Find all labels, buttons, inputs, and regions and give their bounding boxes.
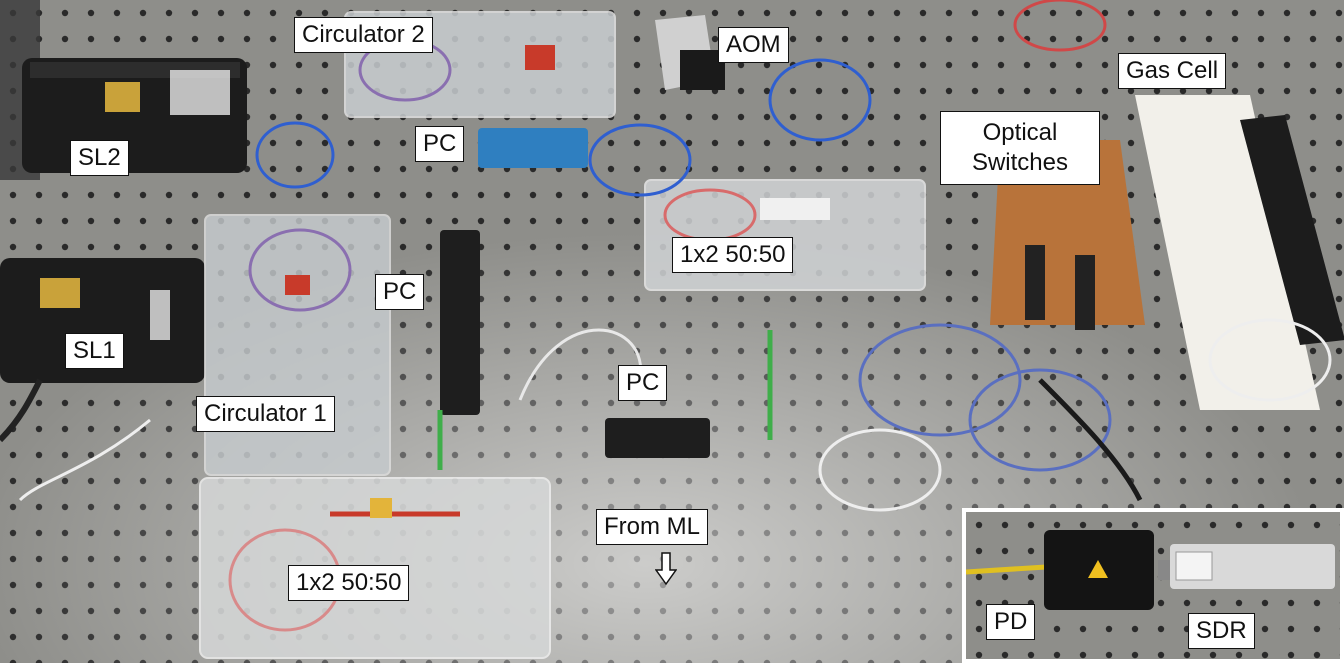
label-from-ml: From ML	[596, 509, 708, 545]
sl2-laser	[22, 58, 247, 173]
label-sdr: SDR	[1188, 613, 1255, 649]
splitter-right-device	[644, 179, 926, 291]
label-pc-top: PC	[415, 126, 465, 162]
pd-sdr-inset: PD SDR	[962, 508, 1344, 663]
gas-cell-device	[1135, 95, 1344, 410]
label-splitter-right: 1x2 50:50	[672, 237, 794, 273]
down-arrow-icon	[655, 552, 677, 586]
pc-top-device	[478, 128, 588, 168]
fiber-cables	[0, 0, 1332, 512]
circulator-1-device	[204, 214, 391, 476]
pc-middle-device	[440, 230, 480, 415]
label-optical-switches-line2: Switches	[971, 149, 1069, 176]
label-optical-switches-line1: Optical	[982, 119, 1058, 146]
label-pd: PD	[986, 604, 1036, 640]
label-gas-cell: Gas Cell	[1118, 53, 1227, 89]
optical-switches-device	[990, 140, 1145, 330]
label-optical-switches: Optical Switches	[940, 111, 1100, 185]
label-circulator-1: Circulator 1	[196, 396, 335, 432]
label-aom: AOM	[718, 27, 789, 63]
label-splitter-bottom: 1x2 50:50	[288, 565, 410, 601]
label-sl1: SL1	[65, 333, 124, 369]
label-pc-center: PC	[618, 365, 668, 401]
label-pc-middle: PC	[375, 274, 425, 310]
sl1-laser	[0, 258, 205, 383]
label-sl2: SL2	[70, 140, 129, 176]
label-circulator-2: Circulator 2	[294, 17, 433, 53]
pc-center-device	[605, 418, 710, 458]
aom-device	[655, 15, 725, 90]
